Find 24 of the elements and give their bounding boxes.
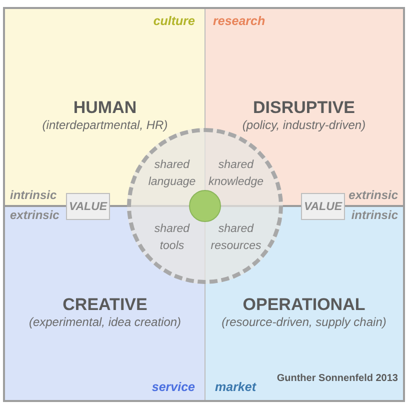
author-credit: Gunther Sonnenfeld 2013: [276, 372, 398, 385]
value-tag: VALUE: [301, 193, 345, 220]
quadrant-subtitle: (interdepartmental, HR): [42, 117, 168, 133]
quadrant-subtitle: (resource-driven, supply chain): [222, 314, 386, 330]
circle-label: shared language: [147, 158, 197, 190]
value-tag: VALUE: [66, 193, 110, 220]
axis-label: extrinsic: [348, 188, 398, 203]
axis-label: extrinsic: [10, 208, 60, 223]
corner-label: market: [215, 380, 256, 395]
quadrant-title: CREATIVE: [62, 296, 148, 314]
corner-label: research: [213, 14, 266, 29]
quadrant-title: OPERATIONAL: [242, 296, 366, 314]
quadrant-title: DISRUPTIVE: [252, 99, 356, 117]
circle-label: shared tools: [153, 222, 191, 254]
quadrant-subtitle: (policy, industry-driven): [242, 117, 366, 133]
axis-label: intrinsic: [10, 188, 57, 203]
quadrant-title: HUMAN: [73, 99, 137, 117]
circle-dot-icon: [189, 190, 221, 222]
corner-label: culture: [153, 14, 195, 29]
circle-label: shared knowledge: [208, 158, 264, 190]
corner-label: service: [152, 380, 195, 395]
axis-label: intrinsic: [351, 208, 398, 223]
quadrant-subtitle: (experimental, idea creation): [28, 314, 182, 330]
circle-label: shared resources: [210, 222, 262, 254]
